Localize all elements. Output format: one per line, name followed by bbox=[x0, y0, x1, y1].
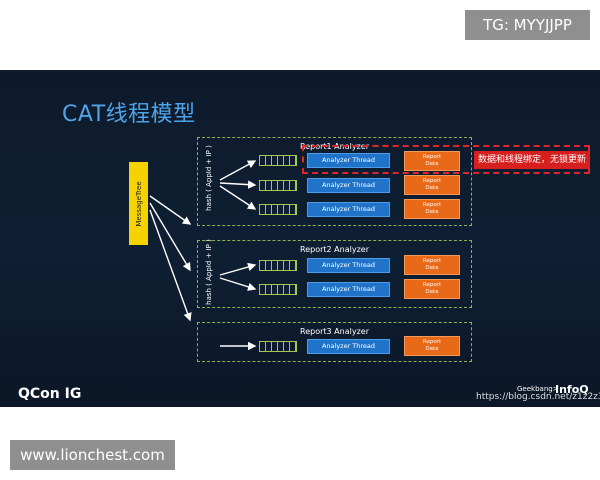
report-label: Report bbox=[422, 339, 442, 345]
hash-label: hash ( AppId + IP ) bbox=[204, 145, 213, 211]
analyzer-thread: Analyzer Thread bbox=[307, 178, 390, 193]
report-label: Data bbox=[425, 209, 439, 215]
group-title: Report2 Analyzer bbox=[300, 245, 369, 254]
report-label: Data bbox=[425, 265, 439, 271]
infoq-logo: InfoQ bbox=[555, 383, 589, 396]
queue-icon bbox=[259, 284, 297, 295]
report-label: Data bbox=[425, 289, 439, 295]
slide: CAT线程模型 bbox=[0, 70, 600, 407]
report-label: Report bbox=[422, 178, 442, 184]
analyzer-thread: Analyzer Thread bbox=[307, 258, 390, 273]
slide-title: CAT线程模型 bbox=[62, 102, 196, 127]
queue-icon bbox=[259, 155, 297, 166]
report-label: Data bbox=[425, 185, 439, 191]
callout-label: 数据和线程绑定，无锁更新 bbox=[474, 151, 590, 169]
queue-icon bbox=[259, 180, 297, 191]
bottom-watermark-tag: www.lionchest.com bbox=[10, 440, 175, 470]
report-label: Report bbox=[422, 154, 442, 160]
analyzer-thread: Analyzer Thread bbox=[307, 202, 390, 217]
queue-icon bbox=[259, 260, 297, 271]
source-watermark: https://blog.csdn.net/z1z2z3 bbox=[476, 392, 600, 402]
top-watermark-tag: TG: MYYJJPP bbox=[465, 10, 590, 40]
geekbang-logo: Geekbang> bbox=[517, 385, 559, 393]
analyzer-thread: Analyzer Thread bbox=[307, 339, 390, 354]
report-label: Report bbox=[422, 202, 442, 208]
queue-icon bbox=[259, 204, 297, 215]
group-title: Report3 Analyzer bbox=[300, 327, 369, 336]
message-tree-label: MessageTree bbox=[134, 180, 143, 227]
analyzer-thread: Analyzer Thread bbox=[307, 153, 390, 168]
analyzer-thread: Analyzer Thread bbox=[307, 282, 390, 297]
queue-icon bbox=[259, 341, 297, 352]
report2-analyzer-group: Report2 Analyzer bbox=[197, 240, 472, 308]
report-label: Data bbox=[425, 346, 439, 352]
report3-analyzer-group: Report3 Analyzer bbox=[197, 322, 472, 362]
qcon-logo: QCon IG bbox=[18, 386, 82, 402]
hash-label: hash ( AppId + IP ) bbox=[204, 239, 213, 305]
report-label: Report bbox=[422, 258, 442, 264]
message-tree-box: MessageTree bbox=[129, 162, 148, 245]
report-label: Report bbox=[422, 282, 442, 288]
report-label: Data bbox=[425, 161, 439, 167]
